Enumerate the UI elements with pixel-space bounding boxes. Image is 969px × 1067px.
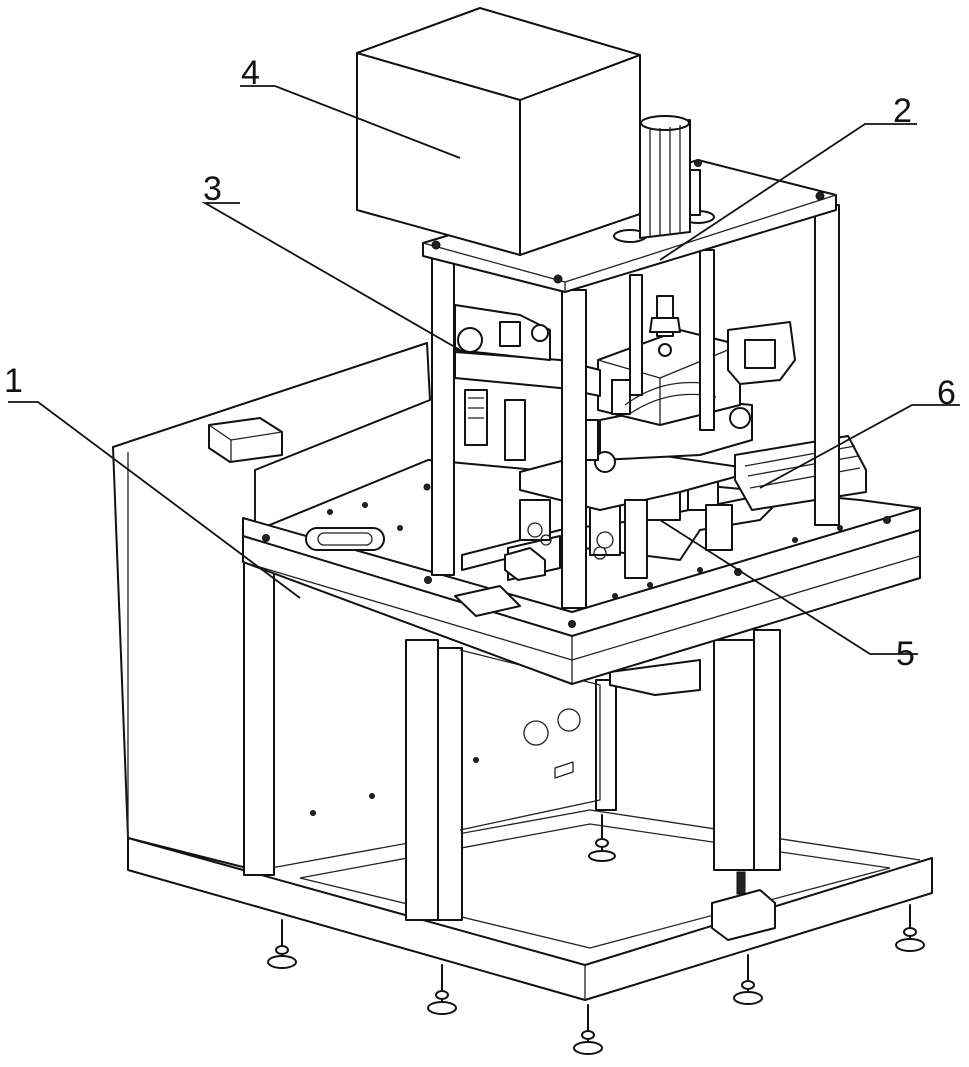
callout-4: 4 [241,54,260,92]
foot-5 [896,905,924,951]
top-cylinder [640,116,700,238]
foot-6 [589,815,615,861]
callout-3: 3 [203,170,222,208]
callout-5: 5 [896,635,915,673]
callout-6: 6 [937,374,956,412]
control-box [357,8,640,255]
foot-3 [574,1005,602,1054]
foot-2 [428,965,456,1014]
foot-1 [268,920,296,968]
callout-1: 1 [4,362,23,400]
callout-2: 2 [893,92,912,130]
foot-4 [734,955,762,1004]
